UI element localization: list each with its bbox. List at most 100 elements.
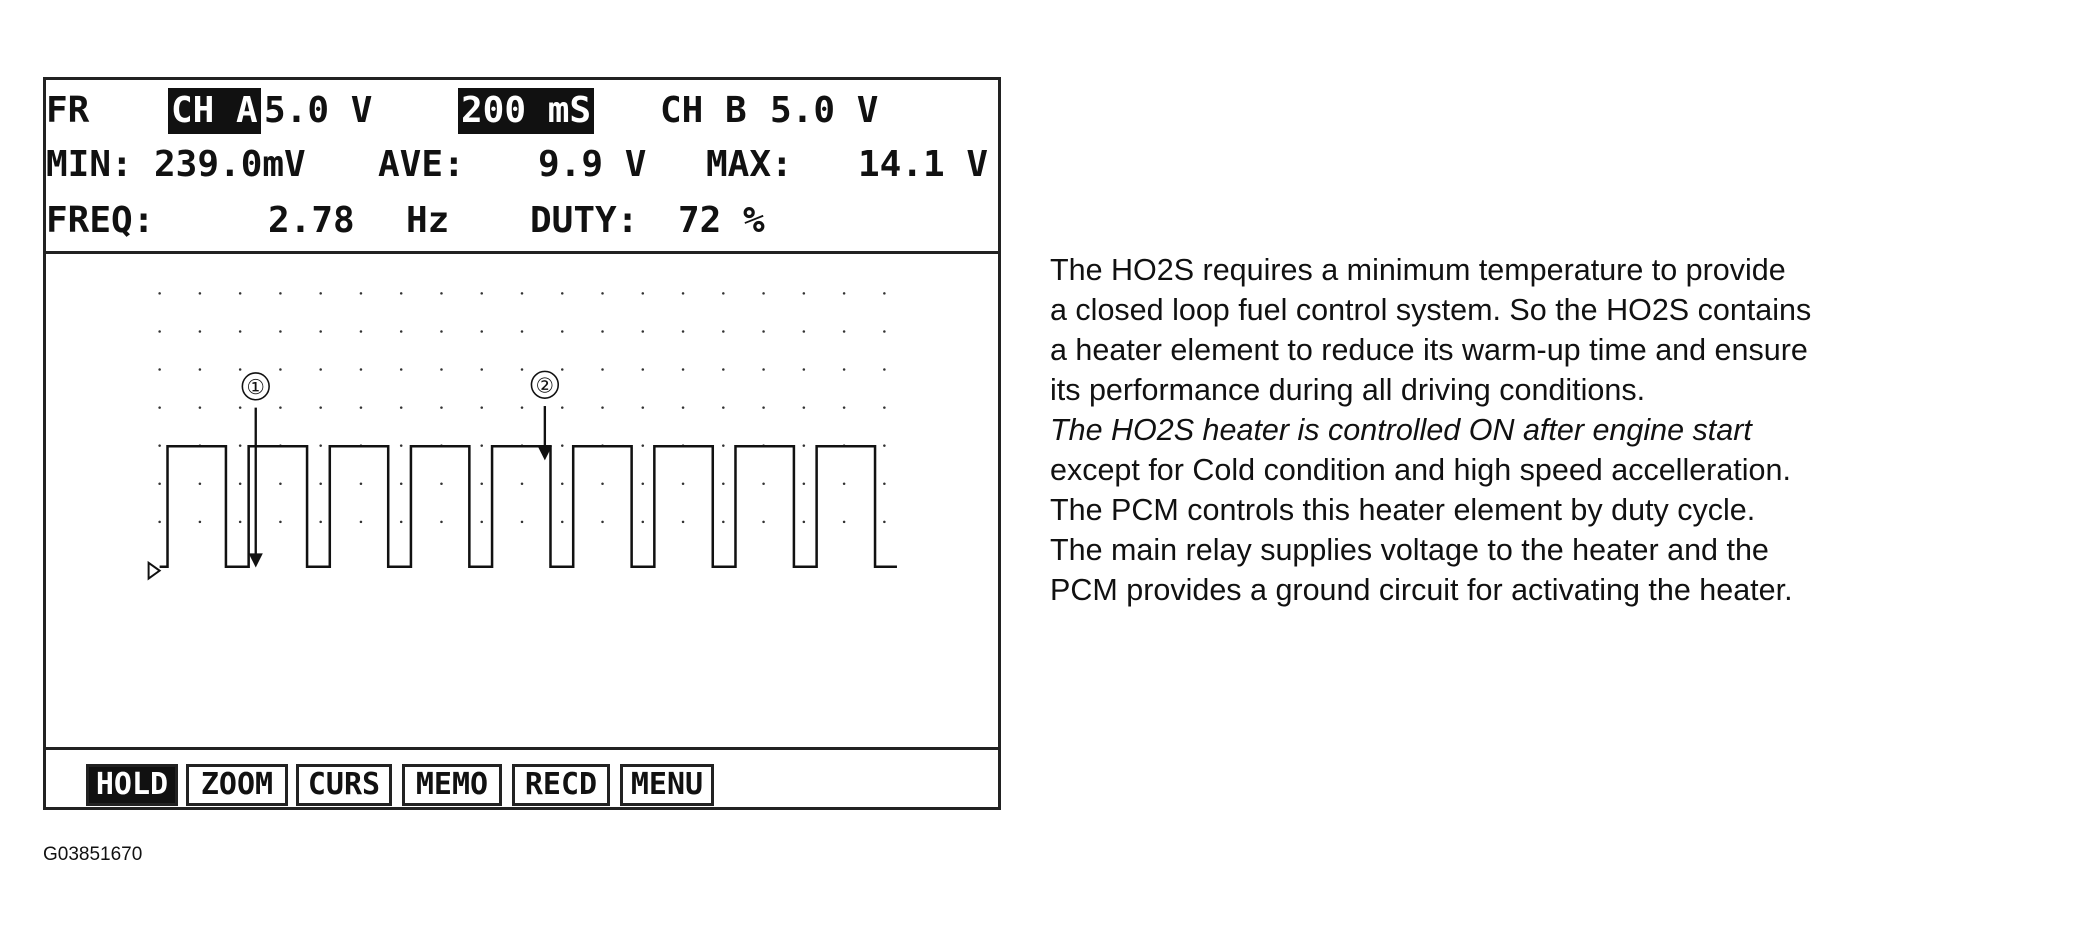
grid-dot xyxy=(842,406,846,409)
hold-button[interactable]: HOLD xyxy=(86,764,178,806)
grid-dot xyxy=(762,406,765,409)
grid-dot xyxy=(198,368,202,371)
grid-dot xyxy=(520,482,524,486)
menu-button[interactable]: MENU xyxy=(620,764,714,806)
grid-dot xyxy=(359,292,363,295)
grid-dot xyxy=(319,406,322,409)
grid-dot xyxy=(561,368,564,371)
grid-dot xyxy=(601,482,604,486)
grid-dot xyxy=(440,482,443,486)
grid-dot xyxy=(883,292,886,295)
grid-dot xyxy=(198,330,202,333)
grid-dot xyxy=(359,482,363,486)
grid-dot xyxy=(399,368,403,371)
grid-dot xyxy=(238,330,242,333)
grid-dot xyxy=(238,444,242,447)
grid-dot xyxy=(722,292,725,295)
grid-dot xyxy=(319,330,322,333)
timebase-value[interactable]: 200 mS xyxy=(458,88,595,134)
grid-dot xyxy=(722,444,725,447)
grid-dot xyxy=(440,520,443,524)
mode-indicator: FR xyxy=(46,90,90,131)
duty-value: 72 % xyxy=(678,200,765,241)
grid-dot xyxy=(279,292,282,295)
grid-dot xyxy=(440,292,443,295)
memo-button[interactable]: MEMO xyxy=(402,764,502,806)
grid-dot xyxy=(158,330,161,333)
header-divider xyxy=(46,251,998,254)
grid-dot xyxy=(681,482,685,486)
grid-dot xyxy=(561,406,564,409)
grid-dot xyxy=(802,406,806,409)
grid-dot xyxy=(279,368,282,371)
grid-dot xyxy=(319,482,322,486)
grid-dot xyxy=(762,482,765,486)
grid-dot xyxy=(883,330,886,333)
channel-a-scale: 5.0 V xyxy=(264,90,373,131)
callout-1: ① xyxy=(241,372,270,568)
grid-dot xyxy=(319,520,322,524)
footer-divider xyxy=(46,747,998,750)
recd-button[interactable]: RECD xyxy=(512,764,610,806)
description-line: The PCM controls this heater element by … xyxy=(1050,493,1756,527)
grid-dot xyxy=(158,520,161,524)
grid-dot xyxy=(722,520,725,524)
grid-dot xyxy=(762,330,765,333)
callout-2: ② xyxy=(530,370,560,461)
grid-dot xyxy=(399,482,403,486)
grid-dot xyxy=(238,292,242,295)
grid-dot xyxy=(641,330,645,333)
callout-1-arrowhead-icon xyxy=(248,553,263,568)
grid-dot xyxy=(279,406,282,409)
grid-dot xyxy=(198,292,202,295)
grid-dot xyxy=(842,520,846,524)
description-line: a closed loop fuel control system. So th… xyxy=(1050,293,1812,327)
curs-button[interactable]: CURS xyxy=(296,764,392,806)
grid-dot xyxy=(601,292,604,295)
grid-dot xyxy=(399,292,403,295)
grid-dot xyxy=(399,444,403,447)
figure-code: G03851670 xyxy=(43,844,143,865)
grid-dot xyxy=(520,406,524,409)
grid-dot xyxy=(601,330,604,333)
description-line: PCM provides a ground circuit for activa… xyxy=(1050,573,1793,607)
grid-dot xyxy=(681,292,685,295)
grid-dot xyxy=(319,444,322,447)
grid-dot xyxy=(641,368,645,371)
ave-label: AVE: xyxy=(378,144,465,185)
grid-dot xyxy=(641,520,645,524)
grid-dot xyxy=(883,520,886,524)
channel-a-label[interactable]: CH A xyxy=(168,88,261,134)
grid-dot xyxy=(279,330,282,333)
grid-dot xyxy=(883,482,886,486)
grid-dot xyxy=(883,444,886,447)
grid-dot xyxy=(601,520,604,524)
grid-dot xyxy=(399,406,403,409)
grid-dot xyxy=(158,482,161,486)
grid-dot xyxy=(762,368,765,371)
grid-dot xyxy=(681,330,685,333)
callout-2-arrowhead-icon xyxy=(537,446,552,461)
max-value: 14.1 V xyxy=(858,144,989,185)
grid-dot xyxy=(359,330,363,333)
grid-dot xyxy=(480,292,483,295)
grid-dot xyxy=(842,482,846,486)
grid-dot xyxy=(359,520,363,524)
grid-dot xyxy=(198,406,202,409)
grid-dot xyxy=(641,482,645,486)
grid-dot xyxy=(440,406,443,409)
grid-dot xyxy=(319,368,322,371)
waveform-trace xyxy=(159,444,897,568)
description-line: The HO2S requires a minimum temperature … xyxy=(1050,253,1786,287)
grid-dot xyxy=(480,330,483,333)
zoom-button[interactable]: ZOOM xyxy=(186,764,288,806)
grid-dot xyxy=(802,444,806,447)
channel-b-scale: 5.0 V xyxy=(770,90,879,131)
max-label: MAX: xyxy=(706,144,793,185)
grid-dot xyxy=(842,292,846,295)
grid-dot xyxy=(561,482,564,486)
grid-dot xyxy=(883,406,886,409)
grid-dot xyxy=(561,330,564,333)
grid-dot xyxy=(480,406,483,409)
freq-label: FREQ: xyxy=(46,200,155,241)
